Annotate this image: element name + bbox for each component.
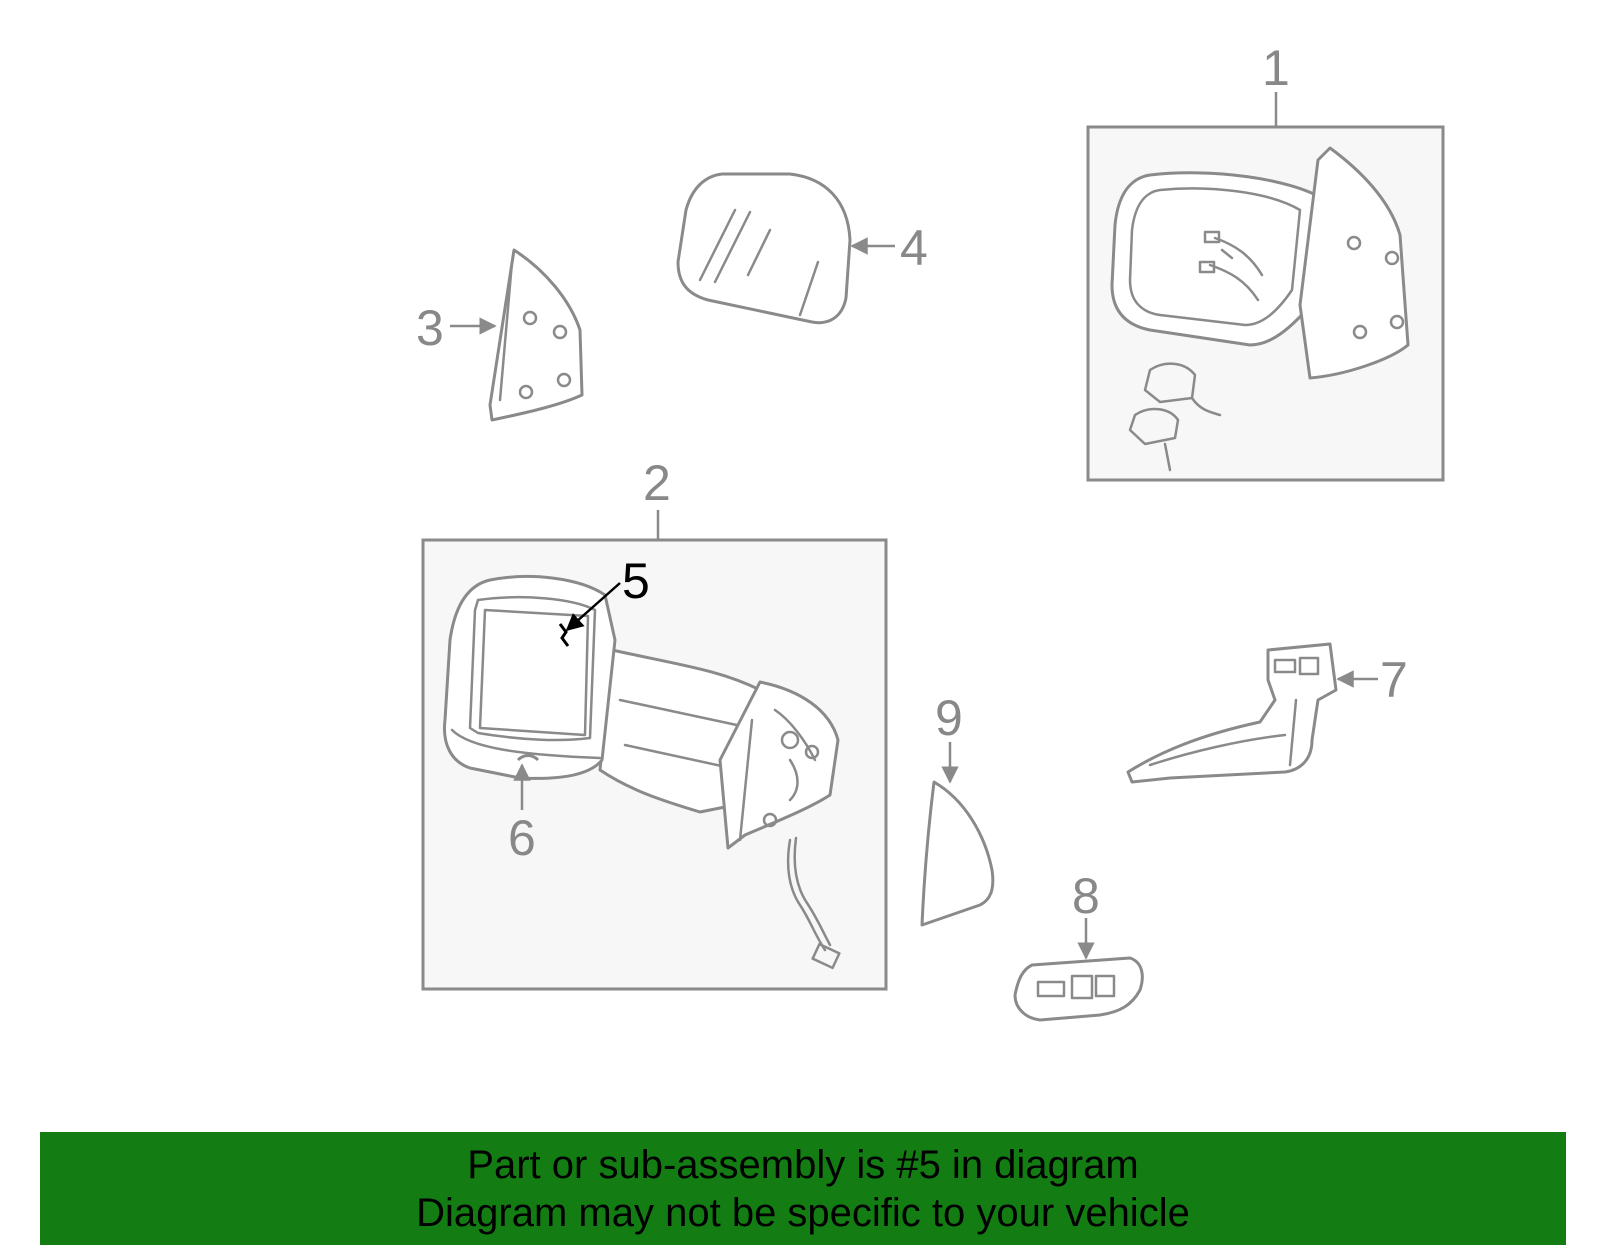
callout-6: 6 — [508, 810, 536, 866]
part-5-highlighted[interactable] — [558, 582, 621, 647]
callout-2: 2 — [643, 455, 671, 511]
info-banner: Part or sub-assembly is #5 in diagram Di… — [40, 1132, 1566, 1245]
callout-4: 4 — [900, 220, 928, 276]
callout-8: 8 — [1072, 868, 1100, 924]
banner-line-2: Diagram may not be specific to your vehi… — [416, 1190, 1190, 1235]
part-6[interactable] — [513, 754, 540, 811]
part-1-mirror-assembly[interactable] — [1086, 92, 1445, 482]
part-9-cover[interactable] — [920, 780, 995, 927]
banner-line-1: Part or sub-assembly is #5 in diagram — [467, 1142, 1139, 1187]
callout-9: 9 — [935, 690, 963, 746]
callout-1: 1 — [1262, 40, 1290, 96]
part-2-mirror-assembly[interactable] — [421, 510, 888, 991]
part-7-bracket[interactable] — [1126, 642, 1338, 784]
part-4-mirror-glass[interactable] — [676, 172, 852, 325]
callout-5: 5 — [622, 553, 650, 609]
callout-3: 3 — [416, 300, 444, 356]
callout-7: 7 — [1380, 652, 1408, 708]
part-8-switch[interactable] — [1013, 956, 1144, 1022]
part-3-mounting-base[interactable] — [488, 248, 584, 422]
